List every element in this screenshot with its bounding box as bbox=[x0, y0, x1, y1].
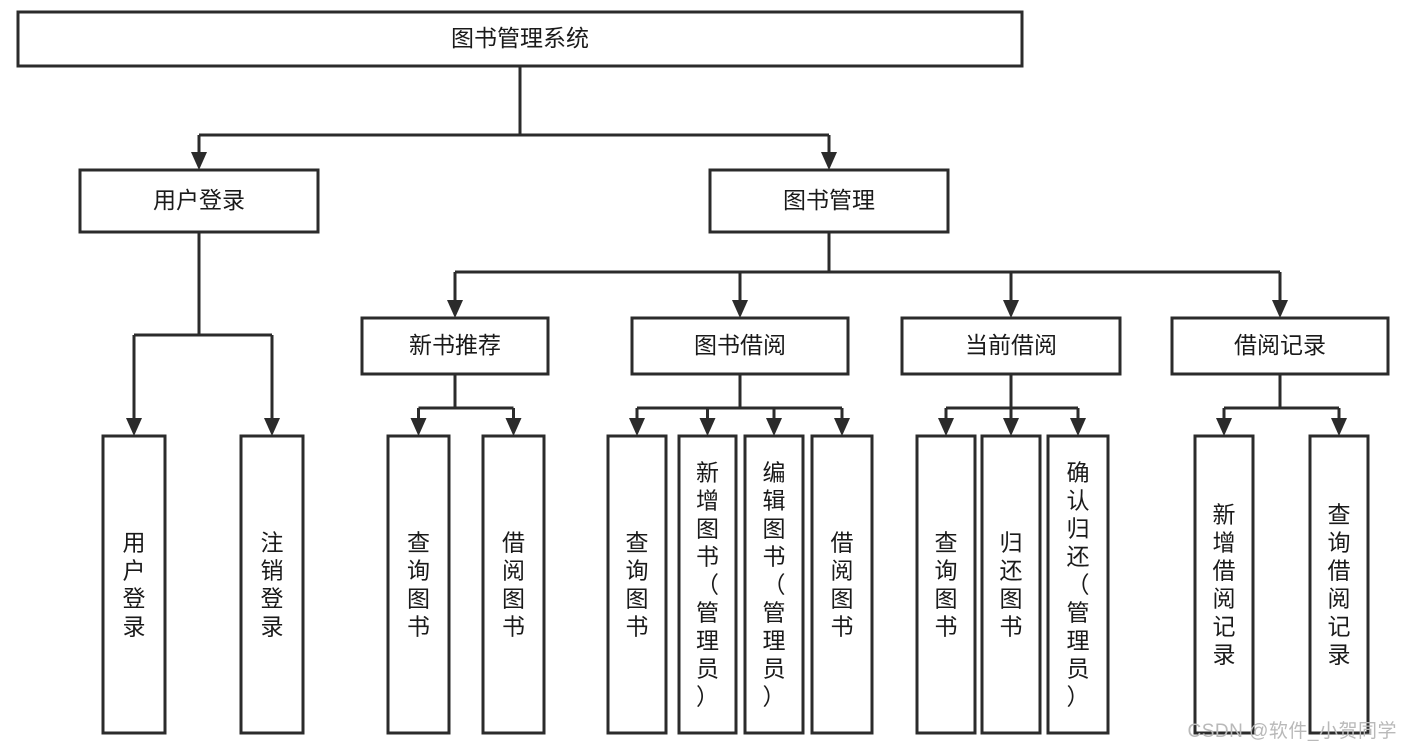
node-current-borrow-label: 当前借阅 bbox=[965, 332, 1057, 358]
node-borrow-record-box[interactable] bbox=[1170, 316, 1390, 376]
node-new-book-recommend-box[interactable] bbox=[360, 316, 550, 376]
edges-layer bbox=[126, 66, 1347, 436]
node-new-book-recommend-label: 新书推荐 bbox=[409, 332, 501, 358]
node-leaf-add-borrow-record[interactable]: 新增借阅记录 bbox=[1193, 434, 1255, 735]
node-leaf-user-login-box[interactable] bbox=[101, 434, 167, 735]
node-leaf-confirm-return-box[interactable] bbox=[1046, 434, 1110, 735]
node-root-label: 图书管理系统 bbox=[451, 25, 589, 51]
node-leaf-query-borrow-record[interactable]: 查询借阅记录 bbox=[1308, 434, 1370, 735]
node-book-manage-label: 图书管理 bbox=[783, 187, 875, 213]
nodes-layer: 图书管理系统用户登录图书管理新书推荐图书借阅当前借阅借阅记录用户登录注销登录查询… bbox=[16, 10, 1390, 735]
node-new-book-recommend[interactable]: 新书推荐 bbox=[360, 316, 550, 376]
node-leaf-return-book[interactable]: 归还图书 bbox=[980, 434, 1042, 735]
node-leaf-borrow-book-1-box[interactable] bbox=[481, 434, 546, 735]
node-root-box[interactable] bbox=[16, 10, 1024, 68]
node-borrow-record-label: 借阅记录 bbox=[1234, 332, 1326, 358]
node-book-borrow-box[interactable] bbox=[630, 316, 850, 376]
node-leaf-query-book-2-label: 查询图书 bbox=[626, 530, 649, 640]
node-leaf-query-book-1-label: 查询图书 bbox=[407, 530, 430, 640]
node-leaf-user-logout[interactable]: 注销登录 bbox=[239, 434, 305, 735]
node-leaf-add-book-box[interactable] bbox=[677, 434, 738, 735]
node-current-borrow-box[interactable] bbox=[900, 316, 1122, 376]
node-leaf-borrow-book-2[interactable]: 借阅图书 bbox=[810, 434, 874, 735]
node-leaf-query-borrow-record-box[interactable] bbox=[1308, 434, 1370, 735]
node-book-manage-box[interactable] bbox=[708, 168, 950, 234]
node-leaf-edit-book-label: 编辑图书（管理员） bbox=[763, 460, 786, 710]
node-leaf-query-book-3[interactable]: 查询图书 bbox=[915, 434, 977, 735]
node-leaf-add-book-label: 新增图书（管理员） bbox=[696, 460, 719, 710]
node-leaf-return-book-box[interactable] bbox=[980, 434, 1042, 735]
node-leaf-query-book-2[interactable]: 查询图书 bbox=[606, 434, 668, 735]
node-leaf-user-login-label: 用户登录 bbox=[123, 530, 146, 640]
node-user-login[interactable]: 用户登录 bbox=[78, 168, 320, 234]
node-leaf-edit-book-box[interactable] bbox=[743, 434, 805, 735]
node-leaf-borrow-book-2-label: 借阅图书 bbox=[831, 530, 854, 640]
node-borrow-record[interactable]: 借阅记录 bbox=[1170, 316, 1390, 376]
node-leaf-query-book-1-box[interactable] bbox=[386, 434, 451, 735]
node-leaf-confirm-return[interactable]: 确认归还（管理员） bbox=[1046, 434, 1110, 735]
node-leaf-borrow-book-1[interactable]: 借阅图书 bbox=[481, 434, 546, 735]
node-leaf-return-book-label: 归还图书 bbox=[1000, 530, 1023, 640]
node-book-borrow-label: 图书借阅 bbox=[694, 332, 786, 358]
node-leaf-borrow-book-1-label: 借阅图书 bbox=[502, 530, 525, 640]
node-leaf-add-borrow-record-label: 新增借阅记录 bbox=[1213, 502, 1236, 668]
node-leaf-add-book[interactable]: 新增图书（管理员） bbox=[677, 434, 738, 735]
node-user-login-box[interactable] bbox=[78, 168, 320, 234]
node-leaf-add-borrow-record-box[interactable] bbox=[1193, 434, 1255, 735]
node-leaf-edit-book[interactable]: 编辑图书（管理员） bbox=[743, 434, 805, 735]
node-leaf-query-book-3-box[interactable] bbox=[915, 434, 977, 735]
node-user-login-label: 用户登录 bbox=[153, 187, 245, 213]
node-leaf-query-book-2-box[interactable] bbox=[606, 434, 668, 735]
node-leaf-user-logout-box[interactable] bbox=[239, 434, 305, 735]
node-leaf-query-borrow-record-label: 查询借阅记录 bbox=[1328, 502, 1351, 668]
node-book-borrow[interactable]: 图书借阅 bbox=[630, 316, 850, 376]
node-leaf-query-book-1[interactable]: 查询图书 bbox=[386, 434, 451, 735]
node-leaf-user-login[interactable]: 用户登录 bbox=[101, 434, 167, 735]
node-leaf-borrow-book-2-box[interactable] bbox=[810, 434, 874, 735]
node-leaf-query-book-3-label: 查询图书 bbox=[935, 530, 958, 640]
node-current-borrow[interactable]: 当前借阅 bbox=[900, 316, 1122, 376]
node-root[interactable]: 图书管理系统 bbox=[16, 10, 1024, 68]
node-leaf-confirm-return-label: 确认归还（管理员） bbox=[1067, 460, 1090, 710]
node-book-manage[interactable]: 图书管理 bbox=[708, 168, 950, 234]
node-leaf-user-logout-label: 注销登录 bbox=[261, 530, 284, 640]
